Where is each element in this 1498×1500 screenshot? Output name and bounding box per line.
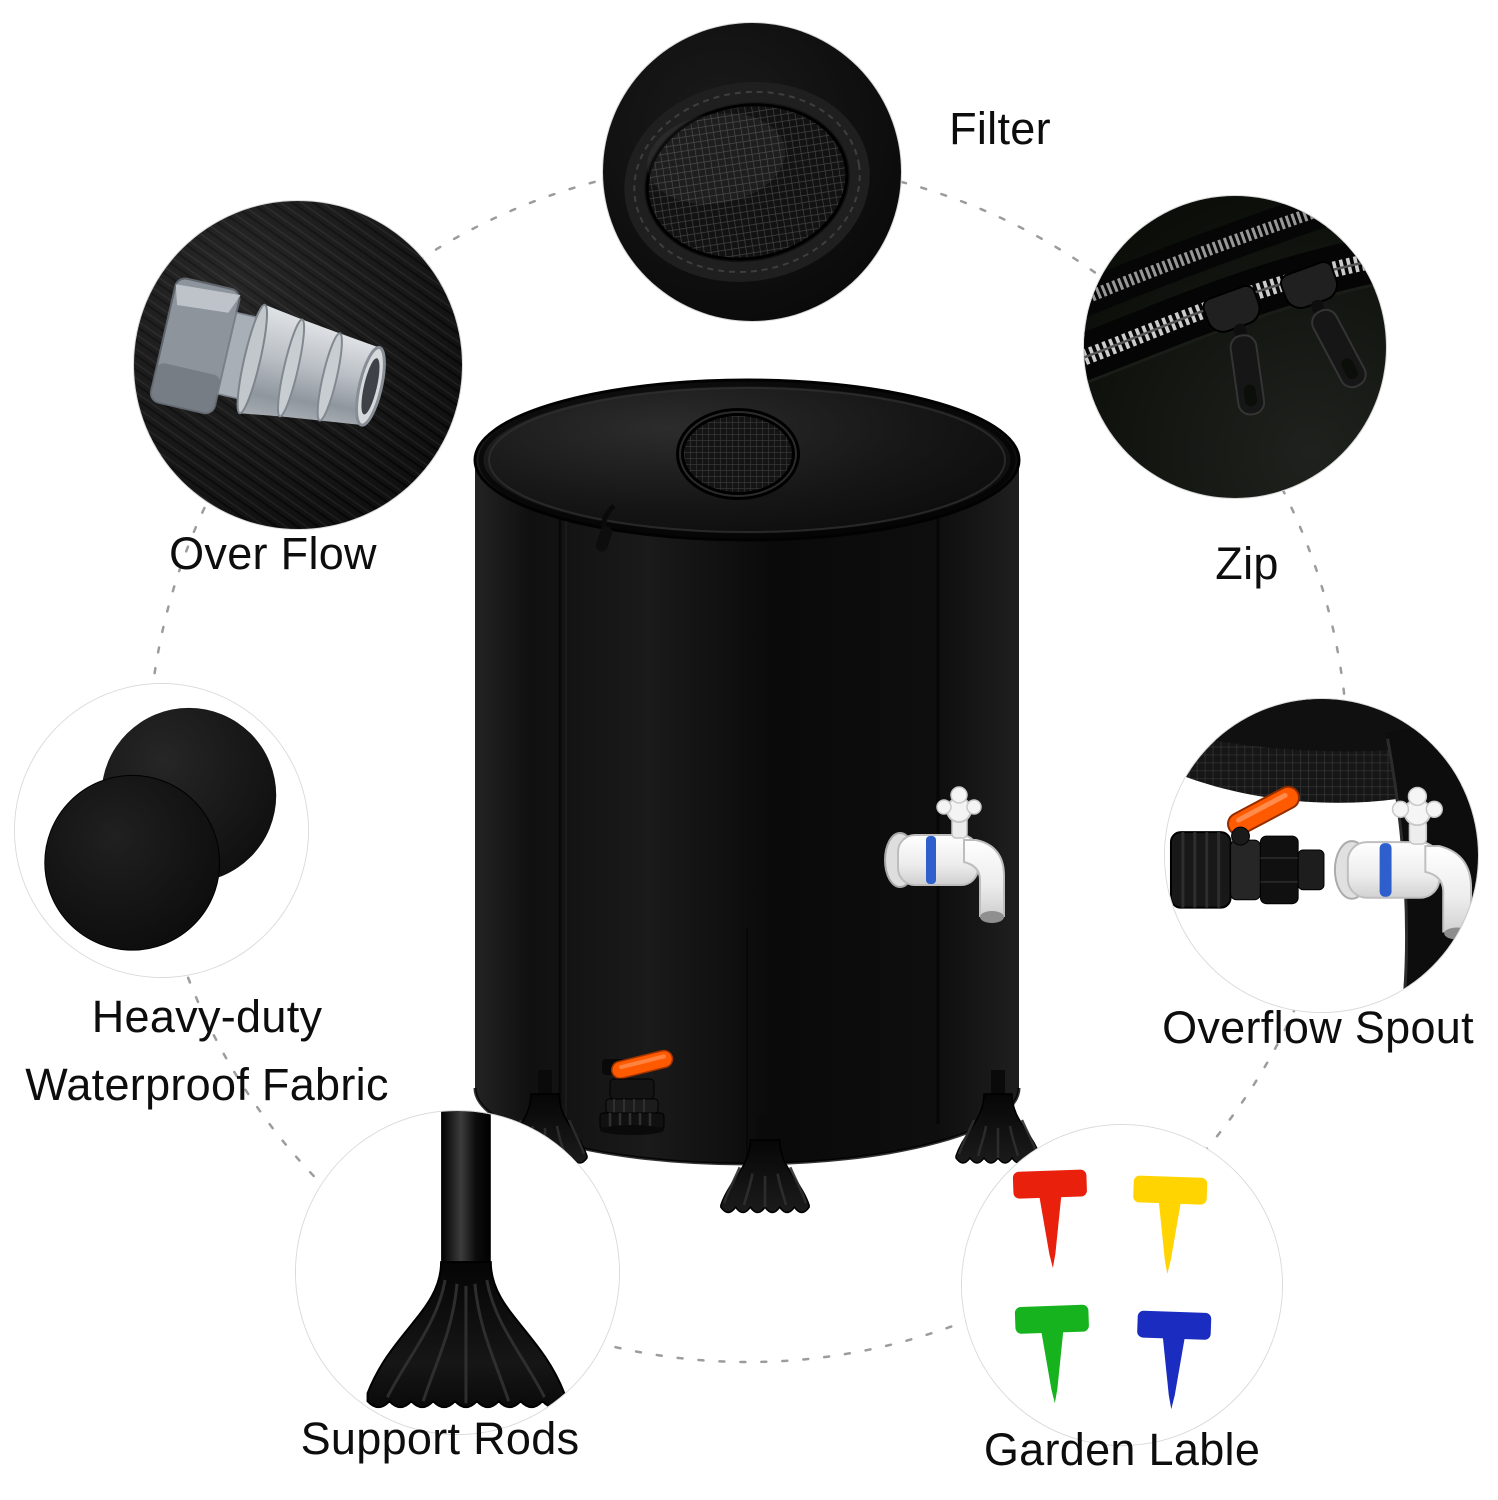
spout-tap-blue-band xyxy=(1379,843,1392,897)
barrel-body xyxy=(475,460,1019,1164)
filter-label: Filter xyxy=(949,103,1051,154)
filter-photo xyxy=(602,22,902,322)
valve-lever xyxy=(611,1049,674,1080)
overflow-spout-graphic xyxy=(1165,699,1478,1012)
garden-markers-graphic xyxy=(962,1125,1282,1445)
garden-marker-red xyxy=(1012,1169,1087,1269)
overflow-spout-label: Overflow Spout xyxy=(1162,1002,1474,1053)
drain-valve xyxy=(599,1049,674,1135)
hose-connector xyxy=(1169,785,1325,909)
lid-filter-mesh xyxy=(676,408,800,500)
filter-mesh-graphic xyxy=(603,23,901,321)
spigot-blue-band xyxy=(926,836,936,884)
zipper-slider xyxy=(1202,284,1266,416)
spout-tap xyxy=(1333,786,1473,940)
fabric-discs-graphic xyxy=(15,684,308,977)
zipper-slider xyxy=(1280,261,1367,389)
over-flow-label: Over Flow xyxy=(169,528,377,579)
garden-label-photo xyxy=(961,1124,1283,1446)
fabric-label-line2: Waterproof Fabric xyxy=(25,1058,389,1110)
garden-marker-blue xyxy=(1137,1310,1212,1410)
fabric-photo xyxy=(14,683,309,978)
rain-barrel-product xyxy=(438,368,1063,1228)
support-rods-photo xyxy=(295,1110,620,1435)
spigot xyxy=(884,786,1005,923)
garden-marker-green xyxy=(1014,1304,1089,1404)
lid-zipper-pull-icon xyxy=(595,504,616,552)
support-rod-foot-graphic xyxy=(296,1111,619,1434)
support-rods-label: Support Rods xyxy=(300,1413,580,1464)
overflow-spout-photo xyxy=(1164,698,1479,1013)
fabric-label: Heavy-duty Waterproof Fabric xyxy=(0,983,442,1118)
garden-marker-yellow xyxy=(1133,1175,1208,1275)
overflow-fitting-graphic xyxy=(134,201,462,529)
zip-label: Zip xyxy=(1215,538,1279,589)
over-flow-photo xyxy=(133,200,463,530)
garden-label-label: Garden Lable xyxy=(983,1424,1261,1475)
zip-photo xyxy=(1083,195,1387,499)
fabric-label-line1: Heavy-duty xyxy=(91,991,323,1042)
zipper-graphic xyxy=(1084,196,1386,498)
